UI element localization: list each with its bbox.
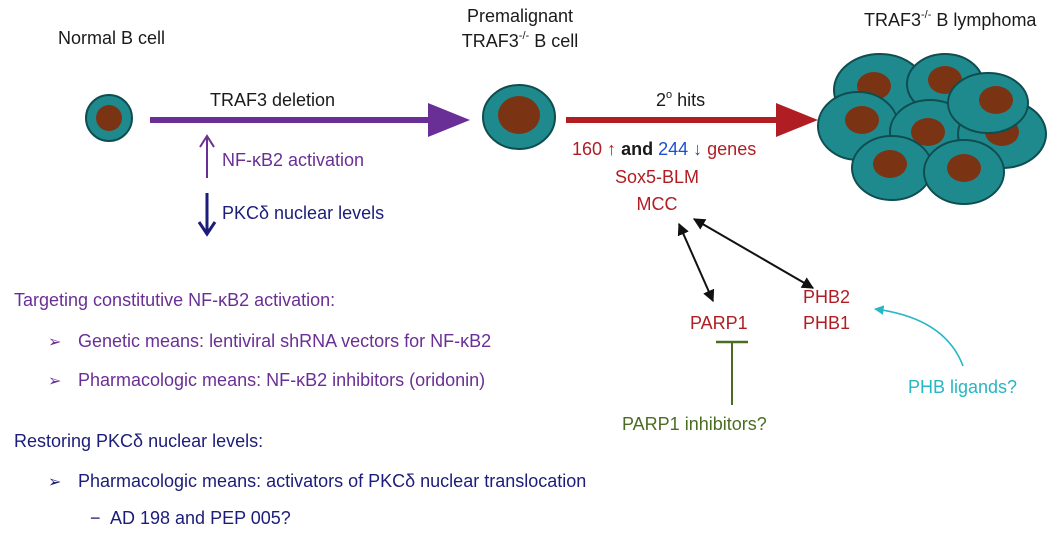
pkc-strategy-heading: Restoring PKCδ nuclear levels:: [14, 431, 263, 451]
parp1-inhibitors-label: PARP1 inhibitors?: [622, 414, 767, 434]
normal-b-cell: [85, 94, 133, 142]
gene-sox5-blm: Sox5-BLM: [615, 167, 699, 187]
second-hits-arrow: [566, 103, 818, 137]
traf3-deletion-arrow: [150, 103, 470, 137]
normal-b-cell-label: Normal B cell: [58, 28, 165, 48]
pkc-nuclear-levels-label: PKCδ nuclear levels: [222, 203, 384, 223]
gene-mcc: MCC: [637, 194, 678, 214]
nfkb2-bullet-1-icon: ➢: [48, 334, 61, 351]
down-arrow-icon: [197, 193, 217, 237]
premalignant-b-cell: [482, 84, 556, 150]
second-hits-label: 2o hits: [656, 89, 705, 110]
pkc-strategy-item-1: Pharmacologic means: activators of PKCδ …: [78, 471, 586, 491]
mcc-parp1-arrow: [677, 222, 715, 303]
phb-ligands-arrow: [874, 305, 964, 367]
nfkb2-strategy-heading: Targeting constitutive NF-κB2 activation…: [14, 290, 335, 310]
parp1-inhibition-bar: [716, 340, 748, 405]
pkc-strategy-subitem-1: AD 198 and PEP 005?: [110, 508, 291, 528]
traf3-deletion-label: TRAF3 deletion: [210, 90, 335, 110]
phb1-label: PHB1: [803, 313, 850, 333]
lymphoma-cell-cluster: [817, 53, 1047, 205]
nfkb2-activation-label: NF-κB2 activation: [222, 150, 364, 170]
up-arrow-icon: [199, 134, 215, 178]
premalignant-label-line2: TRAF3-/- B cell: [462, 30, 578, 51]
nfkb2-strategy-item-1: Genetic means: lentiviral shRNA vectors …: [78, 331, 491, 351]
lymphoma-label: TRAF3-/- B lymphoma: [864, 9, 1037, 30]
gene-counts: 160 ↑ and 244 ↓ genes: [572, 139, 756, 159]
mcc-phb2-arrow: [692, 218, 815, 289]
nfkb2-bullet-2-icon: ➢: [48, 373, 61, 390]
phb-ligands-label: PHB ligands?: [908, 377, 1017, 397]
phb2-label: PHB2: [803, 287, 850, 307]
premalignant-label-line1: Premalignant: [467, 6, 573, 26]
pkc-bullet-1-icon: ➢: [48, 474, 61, 491]
parp1-label: PARP1: [690, 313, 748, 333]
pkc-dash-icon: −: [90, 508, 101, 528]
nfkb2-strategy-item-2: Pharmacologic means: NF-κB2 inhibitors (…: [78, 370, 485, 390]
